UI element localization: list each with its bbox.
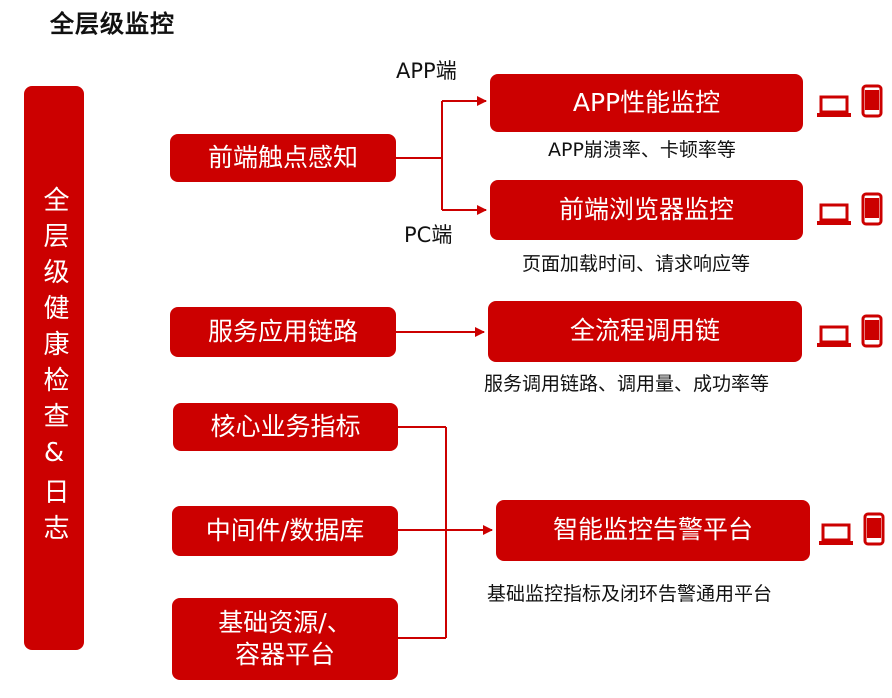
health-check-log-bar: 全层级健康检查&日志 — [24, 86, 84, 650]
service-link-box: 服务应用链路 — [170, 307, 396, 357]
middleware-db-label: 中间件/数据库 — [205, 515, 365, 545]
page-title: 全层级监控 — [50, 10, 175, 38]
app-perf-devices — [816, 84, 883, 118]
phone-icon — [861, 314, 883, 348]
app-perf-label: APP性能监控 — [572, 87, 721, 117]
laptop-icon — [817, 95, 851, 117]
phone-icon — [861, 192, 883, 226]
trace-desc: 服务调用链路、调用量、成功率等 — [484, 373, 770, 395]
trace-box: 全流程调用链 — [488, 301, 802, 362]
alert-platform-box: 智能监控告警平台 — [496, 500, 810, 561]
frontend-touchpoint-label: 前端触点感知 — [207, 142, 358, 172]
web-perf-devices — [816, 192, 883, 226]
web-perf-label: 前端浏览器监控 — [558, 194, 734, 224]
pc-edge-label: PC端 — [404, 223, 453, 247]
laptop-icon — [817, 203, 851, 225]
service-link-label: 服务应用链路 — [207, 316, 358, 346]
core-metrics-label: 核心业务指标 — [210, 411, 361, 441]
middleware-db-box: 中间件/数据库 — [172, 506, 398, 556]
trace-devices — [816, 314, 883, 348]
app-edge-label: APP端 — [396, 59, 457, 83]
frontend-touchpoint-box: 前端触点感知 — [170, 134, 396, 182]
phone-icon — [863, 512, 885, 546]
app-perf-box: APP性能监控 — [490, 74, 803, 132]
trace-label: 全流程调用链 — [569, 316, 720, 346]
alert-platform-label: 智能监控告警平台 — [552, 515, 753, 545]
laptop-icon — [819, 523, 853, 545]
core-metrics-box: 核心业务指标 — [173, 403, 398, 451]
infra-container-label: 基础资源/、 容器平台 — [218, 607, 352, 670]
phone-icon — [861, 84, 883, 118]
web-perf-box: 前端浏览器监控 — [490, 180, 803, 240]
health-check-log-label: 全层级健康检查&日志 — [39, 186, 69, 550]
app-perf-desc: APP崩溃率、卡顿率等 — [548, 139, 736, 161]
infra-container-box: 基础资源/、 容器平台 — [172, 598, 398, 680]
laptop-icon — [817, 325, 851, 347]
web-perf-desc: 页面加载时间、请求响应等 — [522, 253, 751, 275]
alert-platform-desc: 基础监控指标及闭环告警通用平台 — [487, 583, 773, 605]
alert-platform-devices — [818, 512, 885, 546]
